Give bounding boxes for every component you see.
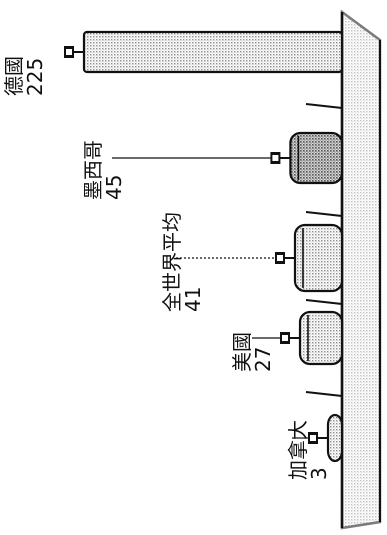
value-label: 41 — [181, 286, 205, 312]
bar-4 — [298, 310, 344, 366]
table-dividers — [305, 103, 343, 397]
table-divider — [305, 391, 343, 397]
value-label: 3 — [307, 467, 331, 480]
table-divider — [305, 103, 343, 109]
table-outline — [340, 9, 382, 530]
value-label: 27 — [251, 346, 275, 372]
pin-icon — [270, 152, 291, 164]
value-label: 225 — [23, 57, 47, 96]
bar-5 — [326, 413, 344, 463]
table-divider — [305, 211, 343, 217]
pin-icon — [64, 46, 84, 58]
bar-3 — [293, 223, 344, 293]
category-label: 墨西哥 — [81, 140, 105, 200]
category-label: 加拿大 — [286, 420, 310, 480]
pin-icon — [274, 252, 295, 264]
category-label: 全世界平均 — [160, 212, 184, 312]
value-label: 45 — [102, 174, 126, 200]
pin-icon — [308, 432, 328, 444]
category-label: 美國 — [230, 332, 254, 372]
bar-1 — [82, 30, 344, 74]
pin-icon — [280, 332, 300, 344]
category-label: 德國 — [2, 56, 26, 96]
table-divider — [305, 299, 343, 305]
